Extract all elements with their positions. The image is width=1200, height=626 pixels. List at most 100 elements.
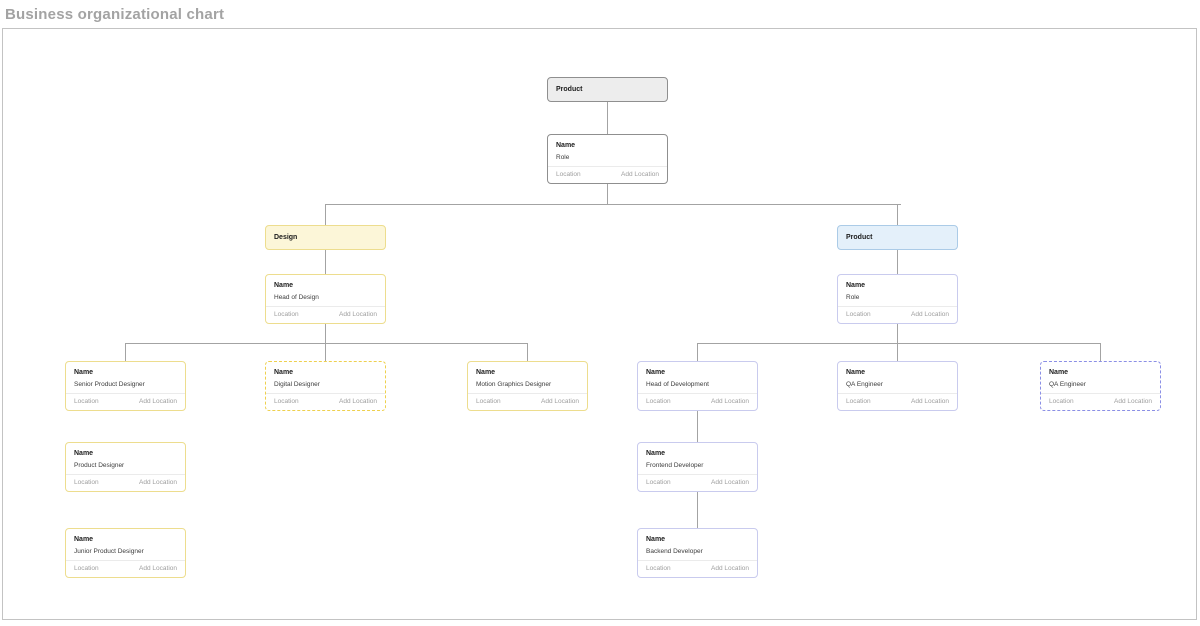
card-role-text: Role — [846, 294, 860, 301]
connector-line — [697, 343, 698, 361]
page-title: Business organizational chart — [5, 6, 225, 23]
location-label: Location — [1049, 398, 1074, 405]
card-role-text: Junior Product Designer — [74, 548, 144, 555]
card-footer: Location Add Location — [638, 393, 757, 405]
connector-line — [325, 250, 326, 274]
card-footer: Location Add Location — [838, 393, 957, 405]
connector-line — [897, 204, 898, 225]
connector-line — [697, 343, 1101, 344]
card-footer: Location Add Location — [638, 560, 757, 572]
location-label: Location — [556, 171, 581, 178]
connector-line — [325, 204, 326, 225]
card-frontend-developer[interactable]: Name Frontend Developer Location Add Loc… — [637, 442, 758, 492]
card-footer: Location Add Location — [66, 560, 185, 572]
connector-line — [125, 343, 126, 361]
card-name-label: Name — [846, 282, 866, 289]
card-footer: Location Add Location — [66, 393, 185, 405]
card-footer: Location Add Location — [838, 306, 957, 318]
dept-design[interactable]: Design — [265, 225, 386, 250]
department-label: Design — [274, 234, 298, 241]
card-name-label: Name — [476, 369, 496, 376]
card-role-text: Role — [556, 154, 570, 161]
card-footer: Location Add Location — [638, 474, 757, 486]
card-role-text: Frontend Developer — [646, 462, 704, 469]
page: Business organizational chart Product Na… — [0, 6, 1200, 620]
card-role-text: Product Designer — [74, 462, 125, 469]
card-junior-product-designer[interactable]: Name Junior Product Designer Location Ad… — [65, 528, 186, 578]
add-location-button[interactable]: Add Location — [621, 171, 659, 178]
card-digital-designer[interactable]: Name Digital Designer Location Add Locat… — [265, 361, 386, 411]
card-role-text: Motion Graphics Designer — [476, 381, 552, 388]
card-name-label: Name — [646, 450, 666, 457]
card-name-label: Name — [274, 369, 294, 376]
card-name-label: Name — [74, 450, 94, 457]
card-qa-engineer-1[interactable]: Name QA Engineer Location Add Location — [837, 361, 958, 411]
connector-line — [607, 184, 608, 205]
org-chart-canvas: Product Name Role Location Add Location … — [2, 28, 1197, 620]
department-label: Product — [556, 86, 583, 93]
connector-line — [1100, 343, 1101, 361]
dept-product-top[interactable]: Product — [547, 77, 668, 102]
card-name-label: Name — [646, 536, 666, 543]
add-location-button[interactable]: Add Location — [139, 398, 177, 405]
card-product-designer[interactable]: Name Product Designer Location Add Locat… — [65, 442, 186, 492]
card-footer: Location Add Location — [1041, 393, 1160, 405]
add-location-button[interactable]: Add Location — [711, 398, 749, 405]
add-location-button[interactable]: Add Location — [911, 311, 949, 318]
card-name-label: Name — [556, 142, 576, 149]
card-role-text: Digital Designer — [274, 381, 320, 388]
department-label: Product — [846, 234, 873, 241]
card-senior-product-designer[interactable]: Name Senior Product Designer Location Ad… — [65, 361, 186, 411]
connector-line — [607, 102, 608, 134]
add-location-button[interactable]: Add Location — [139, 565, 177, 572]
connector-line — [325, 343, 326, 361]
connector-line — [697, 492, 698, 528]
card-role-text: Head of Design — [274, 294, 319, 301]
card-name-label: Name — [274, 282, 294, 289]
location-label: Location — [74, 479, 99, 486]
add-location-button[interactable]: Add Location — [139, 479, 177, 486]
add-location-button[interactable]: Add Location — [541, 398, 579, 405]
card-footer: Location Add Location — [548, 166, 667, 178]
add-location-button[interactable]: Add Location — [1114, 398, 1152, 405]
card-product-role[interactable]: Name Role Location Add Location — [837, 274, 958, 324]
card-role-text: QA Engineer — [1049, 381, 1086, 388]
add-location-button[interactable]: Add Location — [339, 311, 377, 318]
card-name-label: Name — [74, 369, 94, 376]
location-label: Location — [274, 311, 299, 318]
connector-line — [897, 324, 898, 343]
location-label: Location — [846, 311, 871, 318]
add-location-button[interactable]: Add Location — [711, 565, 749, 572]
card-name-label: Name — [74, 536, 94, 543]
connector-line — [325, 324, 326, 343]
dept-product[interactable]: Product — [837, 225, 958, 250]
card-motion-graphics-designer[interactable]: Name Motion Graphics Designer Location A… — [467, 361, 588, 411]
connector-line — [325, 204, 901, 205]
card-name-label: Name — [846, 369, 866, 376]
card-head-of-design[interactable]: Name Head of Design Location Add Locatio… — [265, 274, 386, 324]
connector-line — [527, 343, 528, 361]
connector-line — [125, 343, 528, 344]
card-footer: Location Add Location — [66, 474, 185, 486]
add-location-button[interactable]: Add Location — [339, 398, 377, 405]
connector-line — [897, 250, 898, 274]
card-qa-engineer-2[interactable]: Name QA Engineer Location Add Location — [1040, 361, 1161, 411]
card-backend-developer[interactable]: Name Backend Developer Location Add Loca… — [637, 528, 758, 578]
card-name-label: Name — [1049, 369, 1069, 376]
card-footer: Location Add Location — [266, 393, 385, 405]
location-label: Location — [74, 398, 99, 405]
card-product-lead[interactable]: Name Role Location Add Location — [547, 134, 668, 184]
connector-line — [897, 343, 898, 361]
card-footer: Location Add Location — [266, 306, 385, 318]
location-label: Location — [74, 565, 99, 572]
location-label: Location — [646, 565, 671, 572]
add-location-button[interactable]: Add Location — [911, 398, 949, 405]
card-role-text: Backend Developer — [646, 548, 703, 555]
card-role-text: Senior Product Designer — [74, 381, 145, 388]
card-head-of-development[interactable]: Name Head of Development Location Add Lo… — [637, 361, 758, 411]
location-label: Location — [646, 398, 671, 405]
add-location-button[interactable]: Add Location — [711, 479, 749, 486]
card-role-text: Head of Development — [646, 381, 709, 388]
location-label: Location — [476, 398, 501, 405]
card-role-text: QA Engineer — [846, 381, 883, 388]
